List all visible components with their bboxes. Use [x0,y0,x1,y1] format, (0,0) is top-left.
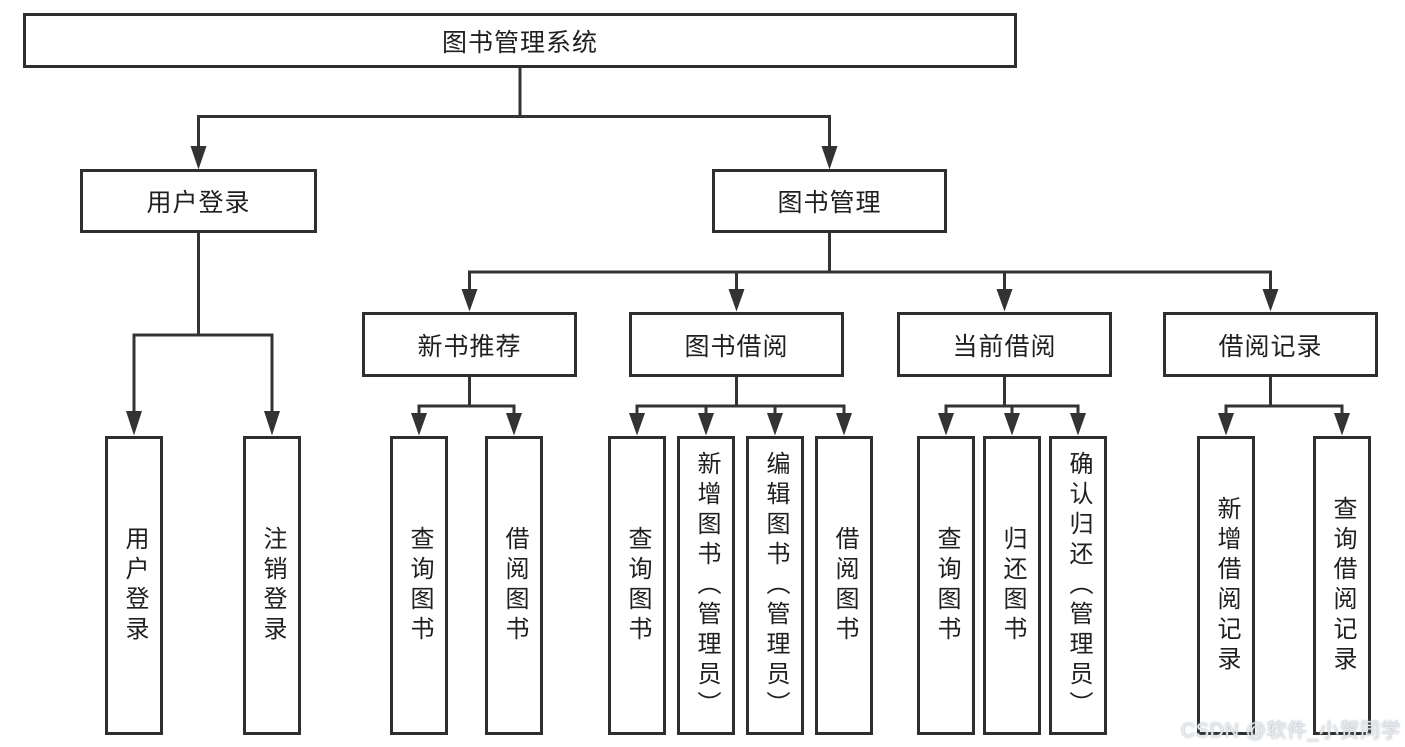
node-label: 用户登录 [146,189,251,217]
connector-new-book-recommend [411,375,522,436]
arrow-down-icon [1004,413,1020,436]
leaf-label: 用户登录 [121,525,148,646]
node-borrowing-records: 借阅记录 [1163,312,1378,377]
leaf-add-books-admin: 新增图书（管理员） [677,436,735,735]
node-label: 新书推荐 [417,332,522,361]
leaf-label: 查询图书 [933,525,960,646]
arrow-down-icon [1262,289,1279,312]
leaf-label: 注销登录 [259,525,286,646]
leaf-label: 查询借阅记录 [1329,495,1356,676]
arrow-down-icon [1070,413,1086,436]
watermark: CSDN @软件_小贺同学 [1180,720,1401,742]
arrow-down-icon [411,413,427,436]
leaf-label: 确认归还（管理员） [1065,450,1092,721]
node-new-book-recommend: 新书推荐 [362,312,577,377]
node-label: 借阅记录 [1218,332,1323,361]
arrow-down-icon [938,413,954,436]
connector-borrowing-records [1218,375,1350,436]
leaf-borrow-books-recommend: 借阅图书 [485,436,543,735]
arrow-down-icon [728,289,745,312]
arrow-down-icon [767,413,783,436]
arrow-down-icon [821,146,838,170]
leaf-label: 查询图书 [624,525,651,646]
arrow-down-icon [264,411,280,436]
node-label: 图书管理 [777,189,882,217]
leaf-label: 编辑图书（管理员） [762,450,789,721]
leaf-logout: 注销登录 [243,436,301,735]
leaf-edit-books-admin: 编辑图书（管理员） [746,436,804,735]
leaf-label: 新增借阅记录 [1213,495,1240,676]
leaf-query-books-borrowing: 查询图书 [608,436,666,735]
arrow-down-icon [506,413,522,436]
leaf-query-books-recommend: 查询图书 [390,436,448,735]
connector-current-borrowing [938,375,1086,436]
node-label: 图书借阅 [684,332,789,361]
node-root: 图书管理系统 [23,13,1017,68]
arrow-down-icon [996,289,1013,312]
arrow-down-icon [1334,413,1350,436]
arrow-down-icon [698,413,714,436]
leaf-label: 新增图书（管理员） [693,450,720,721]
arrow-down-icon [190,146,207,170]
arrow-down-icon [126,411,142,436]
leaf-label: 借阅图书 [501,525,528,646]
node-current-borrowing: 当前借阅 [897,312,1112,377]
arrow-down-icon [629,413,645,436]
node-label: 图书管理系统 [441,28,598,57]
leaf-user-login: 用户登录 [105,436,163,735]
leaf-label: 归还图书 [999,525,1026,646]
leaf-label: 查询图书 [406,525,433,646]
leaf-query-books-current: 查询图书 [917,436,975,735]
node-book-borrowing: 图书借阅 [629,312,844,377]
connector-user-login [126,231,280,436]
arrow-down-icon [1218,413,1234,436]
arrow-down-icon [836,413,852,436]
leaf-confirm-return-admin: 确认归还（管理员） [1049,436,1107,735]
arrow-down-icon [461,289,478,312]
leaf-return-books: 归还图书 [983,436,1041,735]
connector-root [190,66,838,170]
node-user-login: 用户登录 [80,169,317,233]
leaf-borrow-books-borrowing: 借阅图书 [815,436,873,735]
connector-book-management [461,231,1279,312]
leaf-label: 借阅图书 [831,525,858,646]
leaf-add-borrow-record: 新增借阅记录 [1197,436,1255,735]
leaf-query-borrow-record: 查询借阅记录 [1313,436,1371,735]
node-book-management: 图书管理 [712,169,947,233]
node-label: 当前借阅 [952,332,1057,361]
connector-book-borrowing [629,375,852,436]
